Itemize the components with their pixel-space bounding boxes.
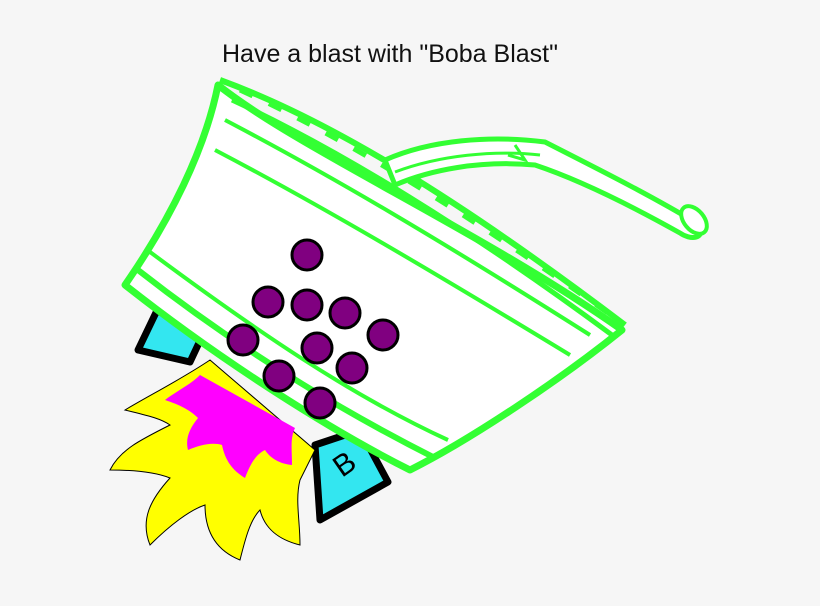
- boba-pearl-icon: [290, 288, 324, 322]
- boba-pearl-icon: [328, 296, 362, 330]
- straw-icon: [382, 136, 709, 240]
- boba-pearl-icon: [226, 323, 260, 357]
- boba-pearl-icon: [251, 285, 285, 319]
- rocket-flame-icon: [109, 359, 316, 561]
- boba-pearl-icon: [300, 331, 334, 365]
- boba-pearls: [226, 238, 400, 420]
- boba-pearl-icon: [303, 386, 337, 420]
- boba-pearl-icon: [366, 318, 400, 352]
- boba-pearl-icon: [262, 359, 296, 393]
- caption-text: Have a blast with "Boba Blast": [222, 40, 558, 68]
- boba-pearl-icon: [335, 351, 369, 385]
- boba-pearl-icon: [290, 238, 324, 272]
